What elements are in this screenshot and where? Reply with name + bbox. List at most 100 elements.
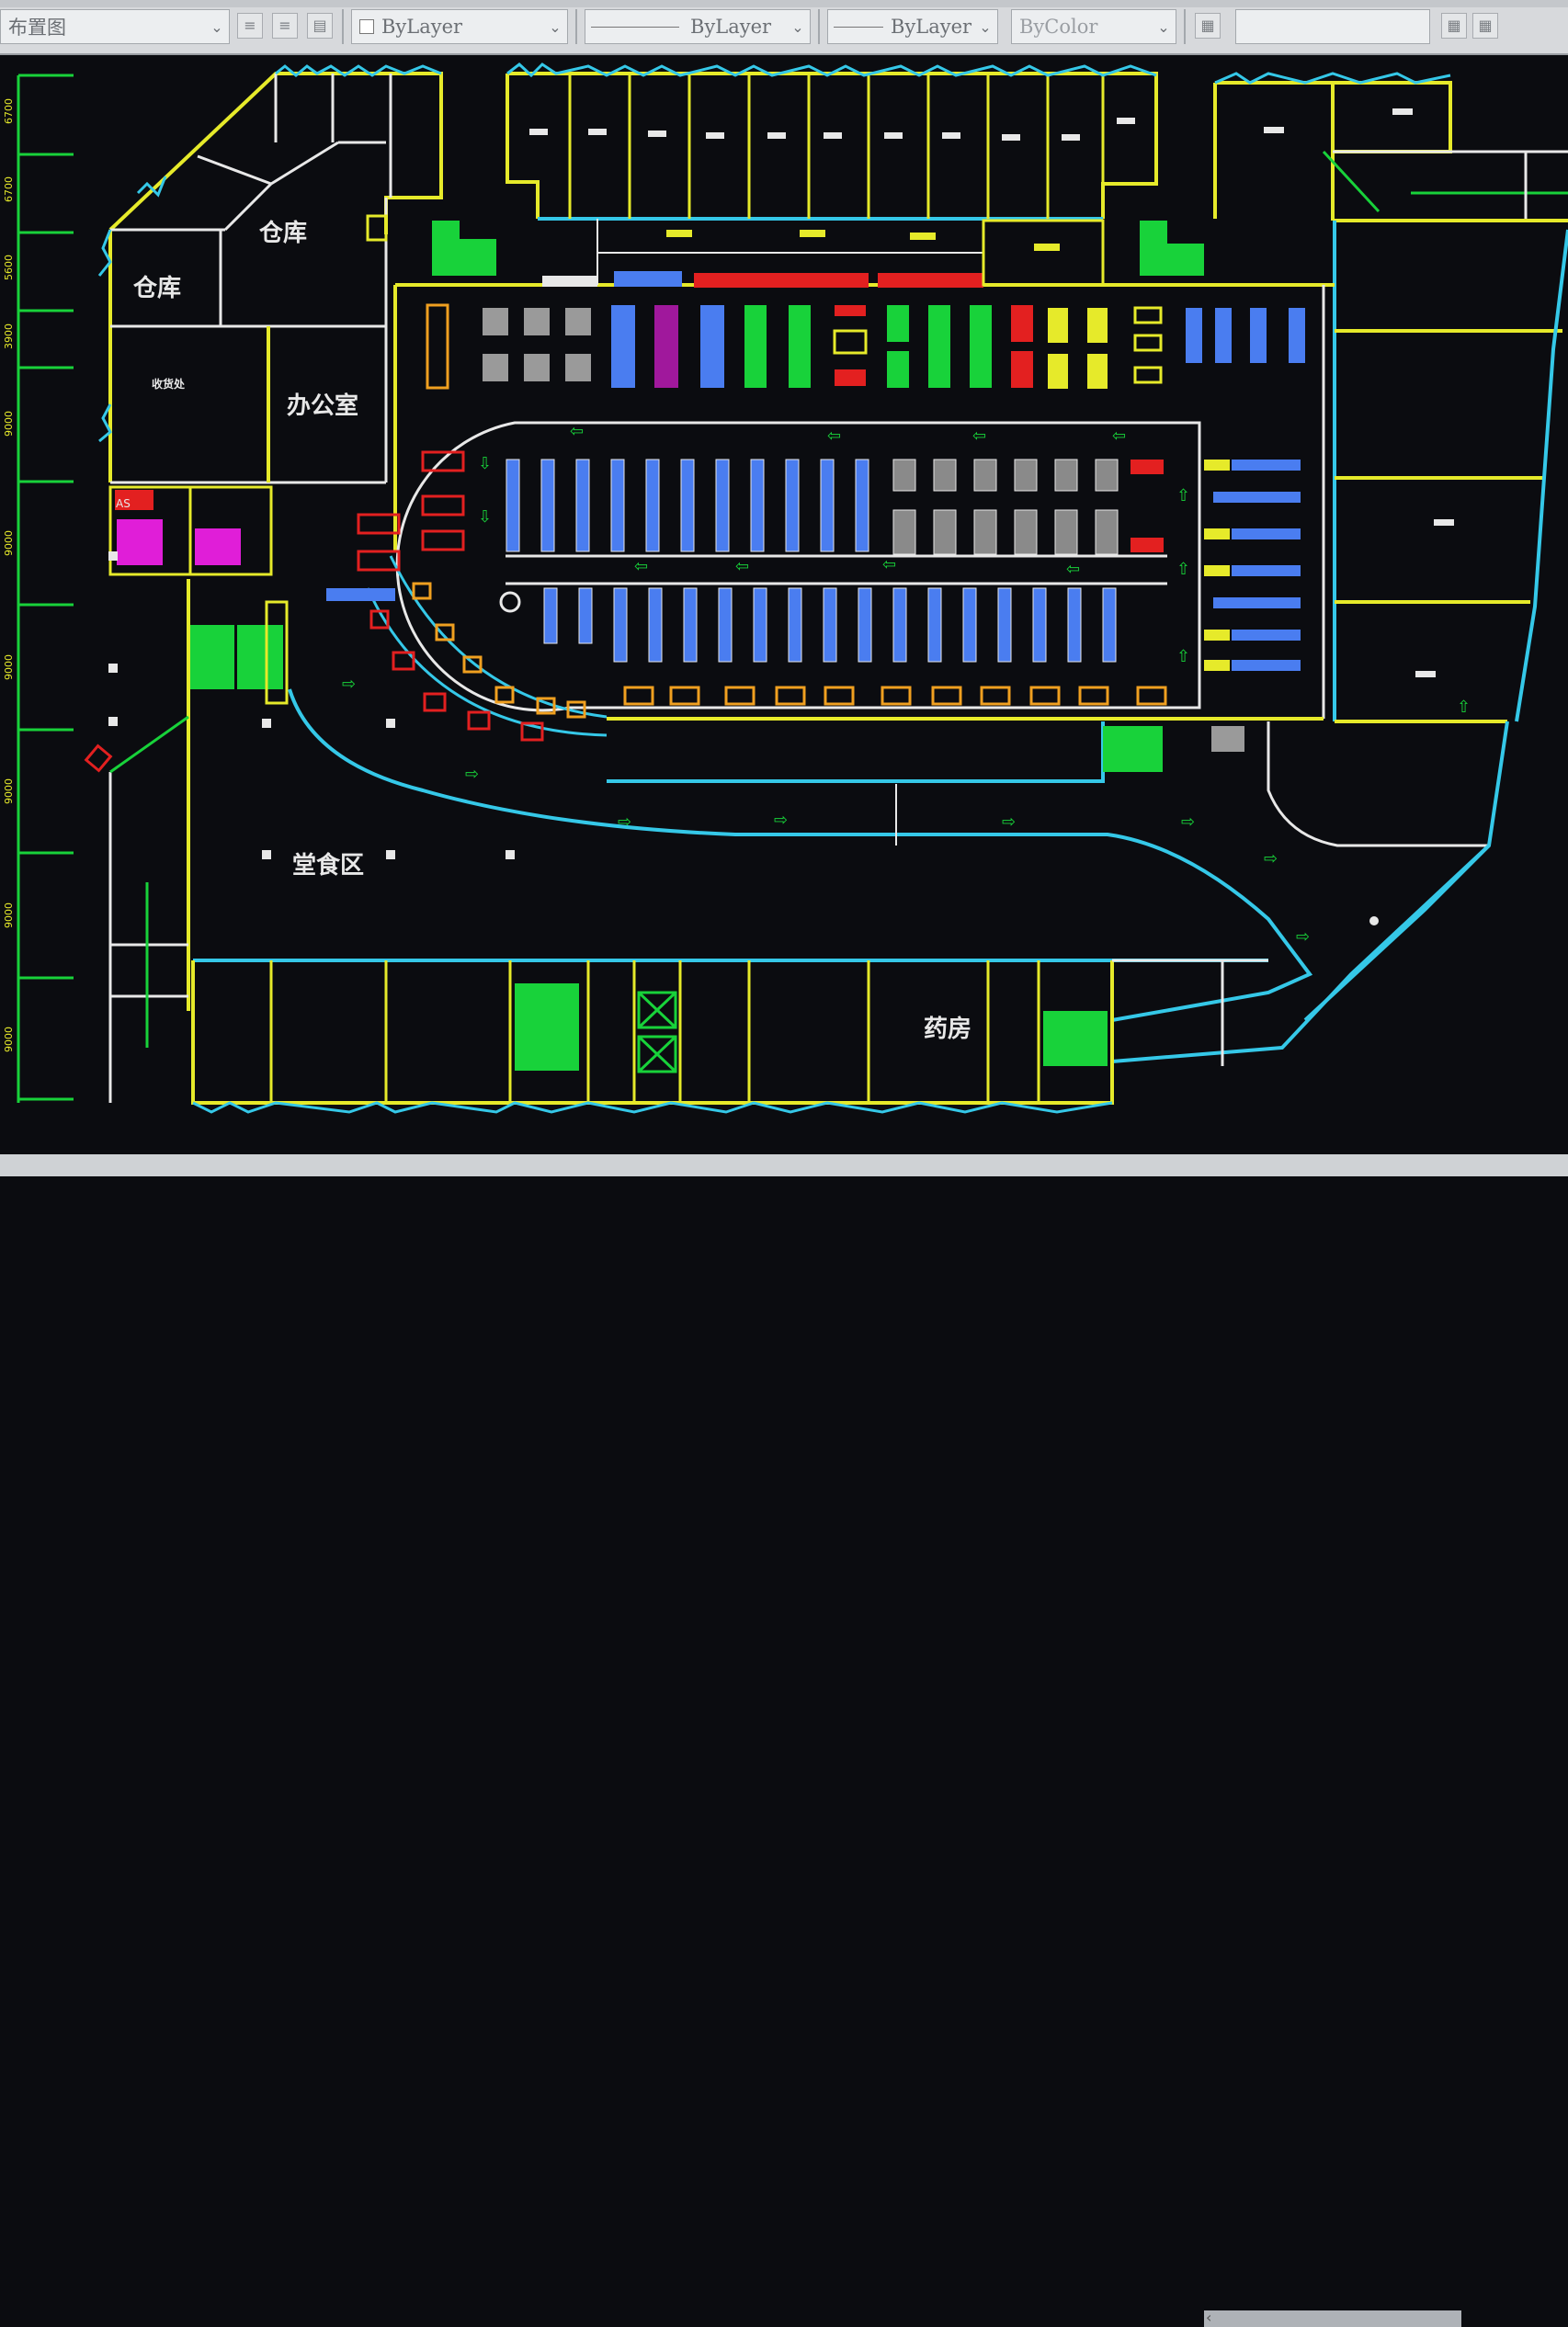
dining-label: 堂食区 [292, 851, 364, 880]
dim-label: 9000 [3, 530, 15, 556]
viewport-close-icon[interactable]: ▦ [1472, 13, 1498, 39]
lineweight-combo-value: ByLayer [891, 16, 972, 38]
line-sample-icon [591, 26, 679, 28]
dim-label: 5600 [3, 255, 15, 280]
dim-label: 9000 [3, 654, 15, 680]
svg-text:⇦: ⇦ [570, 422, 584, 441]
svg-text:⇨: ⇨ [1296, 927, 1310, 947]
aisle-loop [395, 421, 1201, 712]
chevron-down-icon: ⌄ [791, 17, 804, 36]
color-combo[interactable]: ByLayer ⌄ [351, 9, 568, 44]
top-shop-units [506, 62, 1158, 221]
elevator-shafts [637, 991, 677, 1073]
horizontal-scrollbar[interactable] [1204, 2310, 1461, 2327]
structural-columns [108, 551, 1379, 925]
top-product-row [426, 303, 1305, 390]
flow-arrows: ⇦⇦⇦⇦ ⇩⇩ ⇦⇦⇦⇦ ⇧⇧⇧ ⇨⇨⇨ ⇨⇨ ⇧⇨⇨⇨ [342, 422, 1471, 947]
grid-icon[interactable]: ▦ [1195, 13, 1221, 39]
linetype-combo-value: ByLayer [690, 16, 772, 38]
storage-labels: 仓库 仓库 办公室 收货处 [132, 219, 358, 420]
green-counter [1103, 726, 1163, 772]
storage-block [97, 64, 443, 484]
layer-combo[interactable]: 布置图 ⌄ [0, 9, 230, 44]
layer-previous-icon[interactable]: ≡ [272, 13, 298, 39]
left-front-racks [357, 450, 465, 572]
top-right-block [1213, 72, 1568, 221]
line-sample-icon [834, 26, 883, 28]
layer-combo-value: 布置图 [8, 17, 66, 39]
stair-bottom [515, 983, 1108, 1071]
floor-plan-drawing: 6700 6700 5600 3900 9000 9000 9000 9000 … [0, 55, 1568, 1158]
counter-labels [666, 230, 1060, 251]
svg-text:⇦: ⇦ [827, 426, 841, 446]
cart-bay [1211, 726, 1244, 752]
toolbar-separator [818, 9, 820, 44]
svg-text:⇦: ⇦ [882, 555, 896, 574]
right-shop-door-marks [1415, 519, 1454, 677]
storage-label-1: 仓库 [258, 219, 307, 247]
storage-door [366, 214, 388, 242]
svg-text:⇦: ⇦ [1066, 560, 1080, 579]
left-corridor-walls [108, 579, 190, 1103]
lineweight-combo[interactable]: ByLayer ⌄ [827, 9, 998, 44]
equipment-label: AS [116, 497, 131, 510]
checkout-lanes [623, 686, 1167, 706]
dim-label: 9000 [3, 1027, 15, 1052]
bottom-shop-units [191, 959, 1268, 1114]
svg-text:⇨: ⇨ [1002, 812, 1016, 832]
toolbar-top-strip [0, 0, 1568, 7]
pharmacy-label: 药房 [924, 1016, 971, 1043]
toolbar-separator [342, 9, 344, 44]
scroll-left-icon[interactable]: ‹ [1206, 2309, 1212, 2326]
chevron-down-icon: ⌄ [210, 17, 223, 36]
stair-landing [265, 600, 289, 705]
plotstyle-combo[interactable]: ByColor ⌄ [1011, 9, 1176, 44]
svg-text:⇩: ⇩ [478, 507, 492, 527]
chevron-down-icon: ⌄ [549, 17, 562, 36]
svg-text:⇩: ⇩ [478, 454, 492, 473]
dim-label: 3900 [3, 324, 15, 349]
shop-door-marks [529, 118, 1135, 141]
dimension-labels: 6700 6700 5600 3900 9000 9000 9000 9000 … [3, 98, 15, 1052]
fire-hydrant-icon [84, 744, 113, 773]
linetype-combo[interactable]: ByLayer ⌄ [585, 9, 811, 44]
status-strip: ‹ [0, 1154, 1568, 2327]
cad-toolbar: 布置图 ⌄ ≡ ≡ ▤ ByLayer ⌄ ByLayer ⌄ ByLayer … [0, 0, 1568, 55]
right-side-shops [1333, 219, 1568, 723]
viewport-icon[interactable]: ▦ [1441, 13, 1467, 39]
svg-text:⇨: ⇨ [1181, 812, 1195, 832]
plotstyle-combo-value: ByColor [1019, 16, 1098, 38]
svg-text:⇨: ⇨ [774, 811, 788, 830]
svg-text:⇧: ⇧ [1176, 486, 1190, 505]
storage-label-2: 仓库 [132, 274, 181, 302]
chevron-down-icon: ⌄ [1157, 17, 1170, 36]
dim-label: 9000 [3, 778, 15, 804]
svg-text:⇦: ⇦ [634, 557, 648, 576]
front-counter [326, 588, 395, 601]
color-combo-value: ByLayer [381, 16, 463, 38]
svg-text:⇧: ⇧ [1457, 698, 1471, 717]
stair-top-left [432, 221, 496, 276]
entrance-area [1111, 721, 1509, 1063]
layer-states-icon[interactable]: ▤ [307, 13, 333, 39]
receiving-label: 收货处 [152, 377, 186, 391]
office-label: 办公室 [287, 392, 358, 420]
toolbar-separator [1184, 9, 1186, 44]
color-swatch-icon [359, 19, 374, 34]
layer-match-icon[interactable]: ≡ [237, 13, 263, 39]
top-right-door-marks [1264, 108, 1413, 133]
svg-text:⇨: ⇨ [465, 765, 479, 784]
blank-combo[interactable] [1235, 9, 1430, 44]
dim-label: 9000 [3, 902, 15, 928]
svg-text:⇨: ⇨ [1264, 849, 1278, 868]
svg-text:⇦: ⇦ [972, 426, 986, 446]
right-column-shelves [1204, 460, 1301, 671]
svg-text:⇧: ⇧ [1176, 647, 1190, 666]
dim-label: 9000 [3, 411, 15, 437]
service-counters [542, 219, 1105, 288]
bin-displays [892, 459, 1119, 555]
red-displays [1131, 460, 1164, 552]
drawing-canvas[interactable]: 6700 6700 5600 3900 9000 9000 9000 9000 … [0, 55, 1568, 1158]
chevron-down-icon: ⌄ [979, 17, 992, 36]
curved-checkouts [366, 555, 608, 742]
